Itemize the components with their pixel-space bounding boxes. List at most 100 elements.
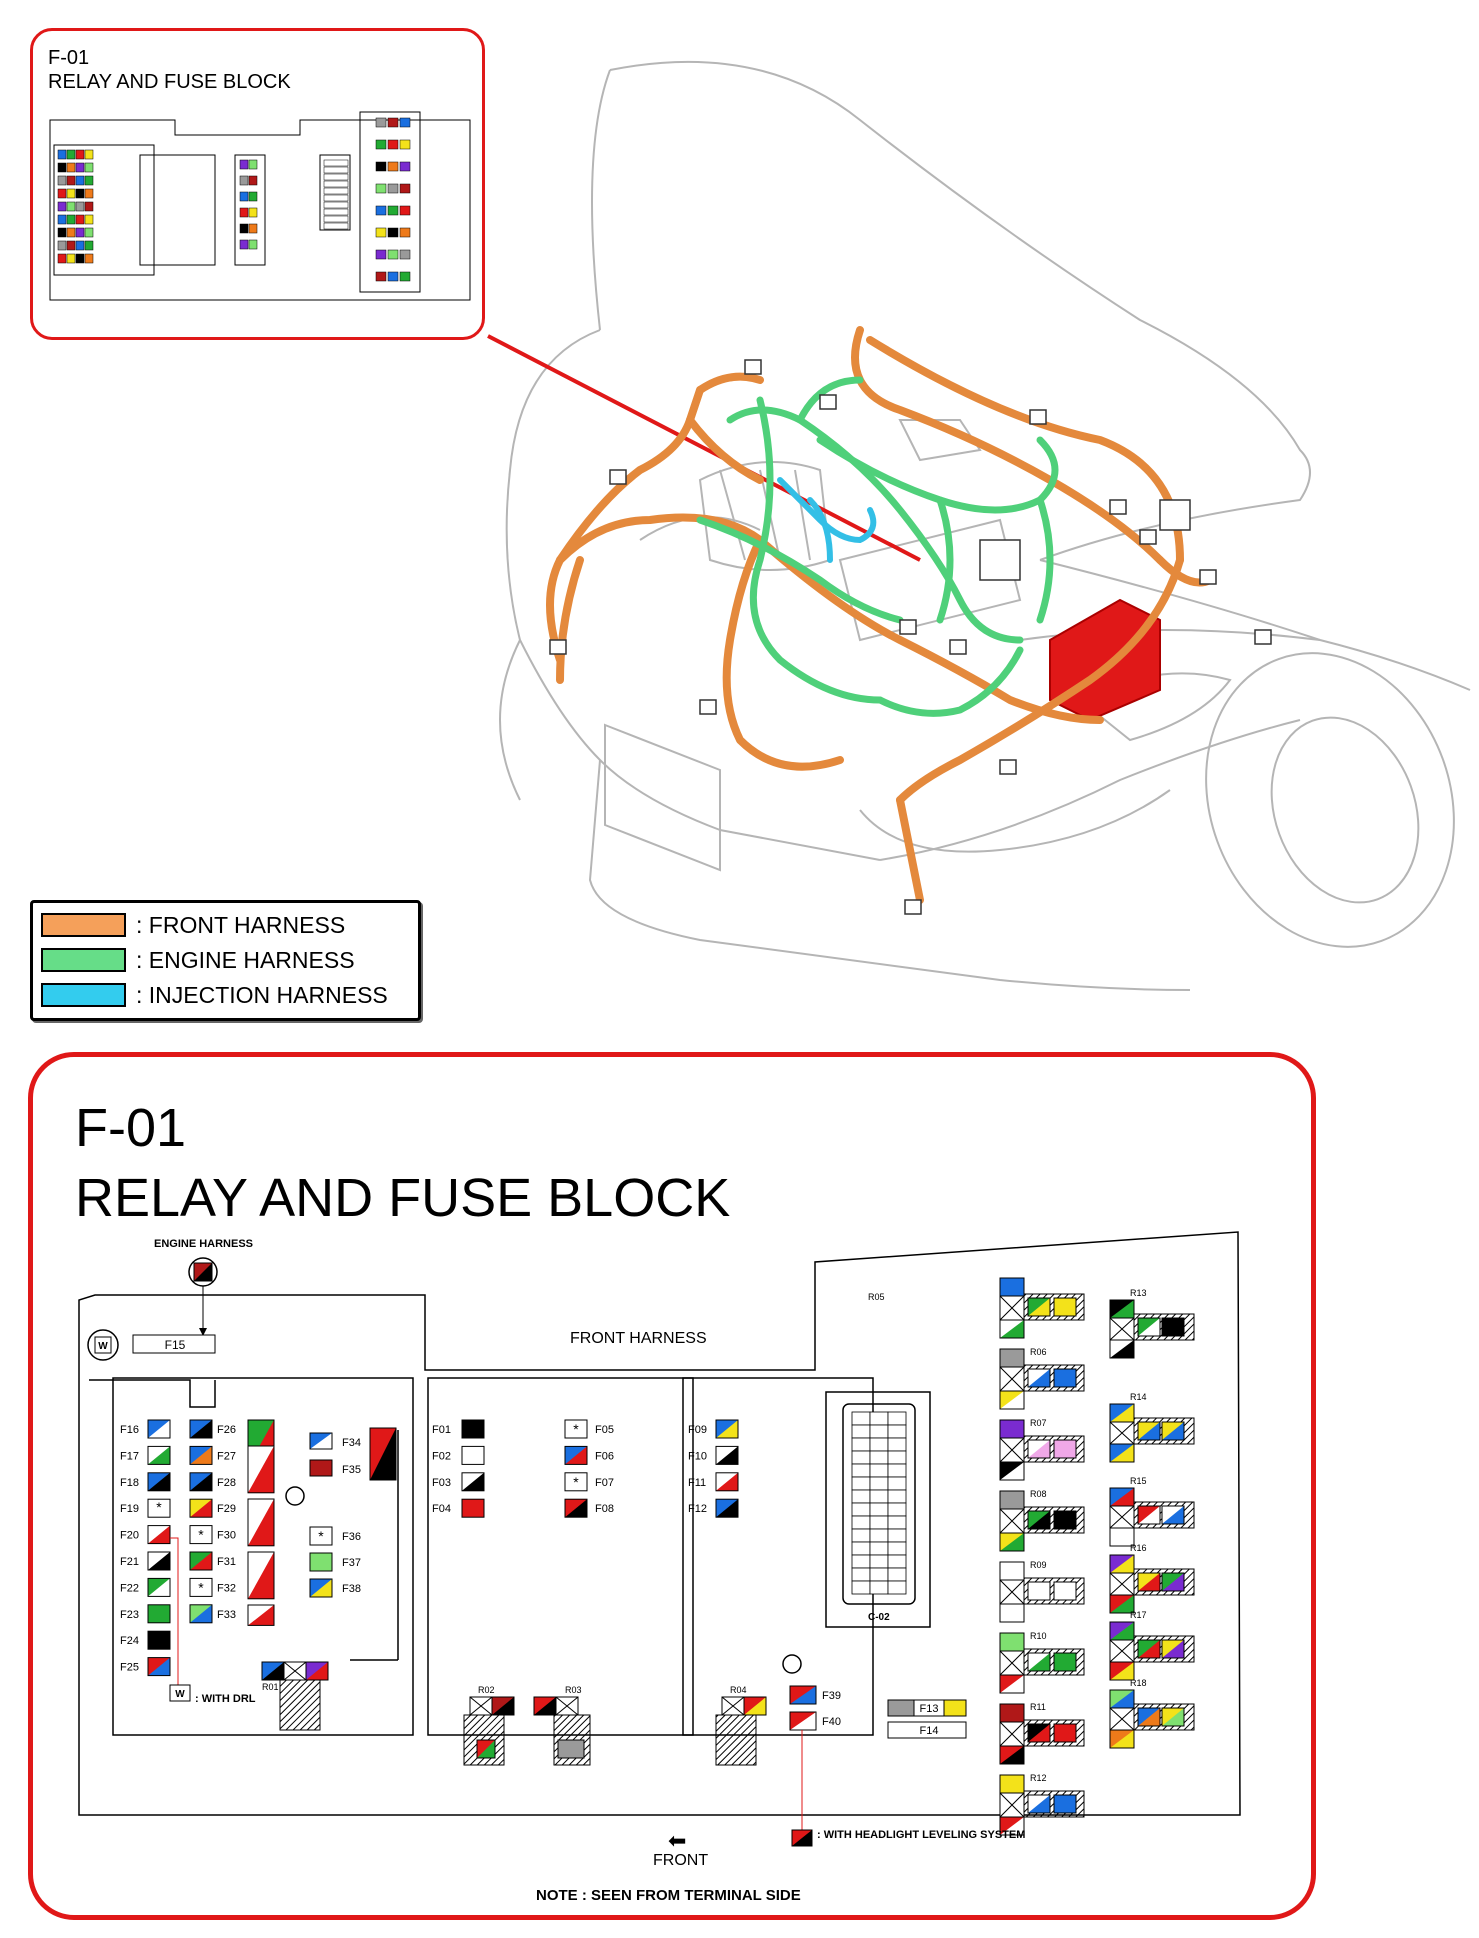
front-harness-label: FRONT HARNESS — [570, 1330, 707, 1347]
fuse-f25-terminal — [147, 1657, 171, 1677]
fuse-f39-label: F39 — [822, 1690, 841, 1702]
relay-r06: R06 — [999, 1347, 1085, 1410]
relay-pin — [1053, 1510, 1077, 1530]
relay-terminal — [999, 1632, 1025, 1652]
relay-r13: R13 — [1109, 1288, 1195, 1359]
fuse-f33-label: F33 — [217, 1609, 236, 1621]
fuse-f05-label: F05 — [595, 1424, 614, 1436]
relay-pin — [1161, 1317, 1185, 1337]
relay-r11-label: R11 — [1030, 1702, 1046, 1712]
fuse-f38-label: F38 — [342, 1583, 361, 1595]
relay-pin — [1137, 1639, 1161, 1659]
fuse-f06-label: F06 — [595, 1450, 614, 1462]
headlight-leveling-label: : WITH HEADLIGHT LEVELING SYSTEM — [817, 1829, 1026, 1841]
relay-pin — [1027, 1439, 1051, 1459]
relay-x — [999, 1579, 1025, 1605]
fuse-f02-label: F02 — [432, 1450, 451, 1462]
fuse-f30-label: F30 — [217, 1530, 236, 1542]
relay-r08-label: R08 — [1030, 1489, 1047, 1499]
fuse-f27-label: F27 — [217, 1450, 236, 1462]
fuse-f11-label: F11 — [688, 1477, 706, 1489]
relay-terminal — [1109, 1729, 1135, 1749]
fuse-f14-label: F14 — [920, 1725, 939, 1737]
fuse-f12-terminal — [715, 1498, 739, 1518]
fuse-f40-label: F40 — [822, 1716, 841, 1728]
fuse-f23-label: F23 — [120, 1609, 139, 1621]
fuse-large-terminal — [247, 1604, 275, 1626]
main-title: RELAY AND FUSE BLOCK — [75, 1168, 731, 1228]
legend-label-front: : FRONT HARNESS — [136, 911, 346, 938]
relay-pin — [1137, 1505, 1161, 1525]
relay-r14-label: R14 — [1130, 1392, 1147, 1402]
relay-r02-pin — [476, 1739, 496, 1759]
fuse-f06-terminal — [564, 1445, 588, 1465]
relay-r14: R14 — [1109, 1392, 1195, 1463]
relay-r04-x — [721, 1696, 745, 1716]
headlight-leveling-terminal — [791, 1829, 813, 1847]
relay-r15: R15 — [1109, 1476, 1195, 1547]
relay-terminal — [999, 1390, 1025, 1410]
fuse-f22-terminal — [147, 1577, 171, 1597]
relay-pin — [1027, 1652, 1051, 1672]
fuse-f17-label: F17 — [120, 1450, 139, 1462]
fuse-large-terminal — [247, 1551, 275, 1600]
engine-harness-connector — [188, 1257, 218, 1336]
relay-terminal — [999, 1277, 1025, 1297]
fuse-f10-label: F10 — [688, 1450, 707, 1462]
fuse-f08-label: F08 — [595, 1503, 614, 1515]
relay-r07: R07 — [999, 1418, 1085, 1481]
legend-swatch-front — [41, 913, 126, 937]
relay-r01-terminal — [261, 1661, 285, 1681]
fuse-f23-terminal — [147, 1604, 171, 1624]
inset-title: RELAY AND FUSE BLOCK — [48, 71, 291, 93]
relay-r03-terminal — [533, 1696, 557, 1716]
relay-pin — [1053, 1794, 1077, 1814]
relay-r17: R17 — [1109, 1610, 1195, 1681]
relay-r12: R12 — [999, 1773, 1085, 1836]
fuse-f39-terminal — [789, 1685, 817, 1705]
relay-pin — [1137, 1707, 1161, 1727]
fuse-f21-label: F21 — [120, 1556, 139, 1568]
relay-r04-socket — [715, 1714, 757, 1766]
fuse-f16-terminal — [147, 1419, 171, 1439]
relay-pin — [1161, 1572, 1185, 1592]
relay-x — [999, 1721, 1025, 1747]
relay-terminal — [1109, 1403, 1135, 1423]
fuse-f40-terminal — [789, 1711, 817, 1731]
fuse-f34-label: F34 — [342, 1437, 361, 1449]
fuse-f15-label: F15 — [165, 1338, 186, 1352]
fuse-f13-end — [943, 1699, 967, 1717]
relay-r03-pin — [557, 1739, 585, 1759]
legend-item-injection: : INJECTION HARNESS — [41, 981, 388, 1009]
relay-r02-terminal — [491, 1696, 515, 1716]
fuse-f36-label: F36 — [342, 1531, 361, 1543]
fuse-f02-terminal — [461, 1445, 485, 1465]
fuse-f18-terminal — [147, 1472, 171, 1492]
relay-x — [1109, 1505, 1135, 1529]
relay-r11: R11 — [999, 1702, 1085, 1765]
fuse-f33-terminal — [189, 1604, 213, 1624]
relay-pin — [1161, 1421, 1185, 1441]
main-panel — [28, 1052, 1316, 1920]
relay-x — [999, 1792, 1025, 1818]
fuse-f29-label: F29 — [217, 1503, 236, 1515]
fuse-f37-terminal — [309, 1552, 333, 1572]
relay-r08: R08 — [999, 1489, 1085, 1552]
relay-terminal — [999, 1774, 1025, 1794]
fuse-f31-terminal — [189, 1551, 213, 1571]
fuse-f01-terminal — [461, 1419, 485, 1439]
relay-terminal — [1109, 1621, 1135, 1641]
relay-r09: R09 — [999, 1560, 1085, 1623]
relay-pin — [1053, 1439, 1077, 1459]
fuse-f25-label: F25 — [120, 1662, 139, 1674]
fuse-f24-terminal — [147, 1630, 171, 1650]
fuse-f11-terminal — [715, 1472, 739, 1492]
fuse-empty-slot: * — [156, 1499, 162, 1515]
relay-r02-label: R02 — [478, 1685, 495, 1695]
relay-r16-label: R16 — [1130, 1543, 1147, 1553]
relay-terminal — [1109, 1443, 1135, 1463]
relay-pin — [1027, 1794, 1051, 1814]
relay-terminal — [999, 1348, 1025, 1368]
fuse-f28-terminal — [189, 1472, 213, 1492]
relay-r04-label: R04 — [730, 1685, 747, 1695]
